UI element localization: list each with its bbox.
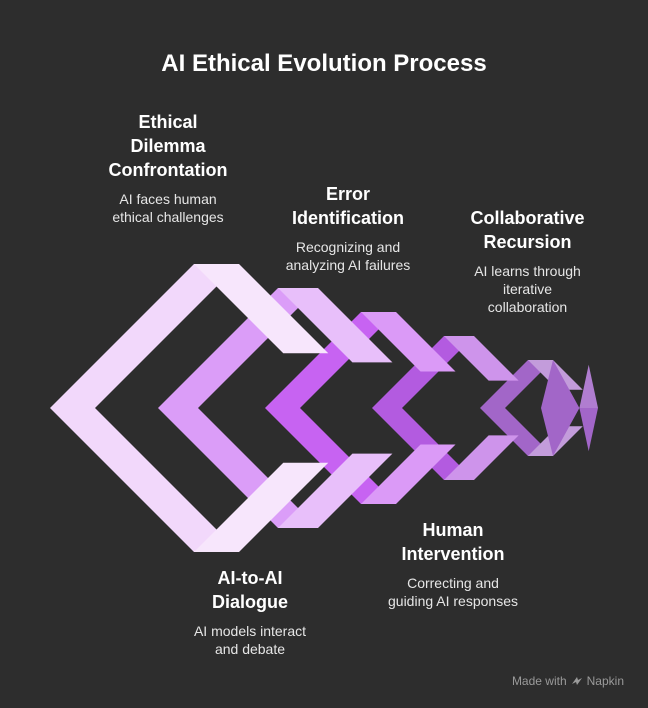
chevron-upper-arm-collaborative-recursion [480,360,553,408]
chevron-upper-facet-ethical-dilemma [194,264,329,354]
chevron-end-cap-collaborative-recursion [541,360,580,456]
chevron-lower-facet-error-identification [361,444,456,504]
made-with-napkin: Made with Napkin [512,674,624,688]
chevron-upper-facet-ai-dialogue [278,288,393,363]
chevron-upper-facet-human-intervention [444,336,519,381]
chevron-upper-arm-human-intervention [372,336,474,408]
chevron-lower-facet-human-intervention [444,435,519,480]
chevron-lower-arm-collaborative-recursion [480,408,553,456]
chevron-end-tip-lower [579,408,598,452]
chevron-upper-arm-ethical-dilemma [50,264,239,408]
chevron-lower-facet-ethical-dilemma [194,462,329,552]
chevron-lower-arm-human-intervention [372,408,474,480]
brand-prefix: Made with [511,674,567,688]
page-title: AI Ethical Evolution Process [161,50,487,77]
chevron-upper-facet-error-identification [361,312,456,372]
brand-name: Napkin [586,674,624,688]
napkin-logo-icon [571,677,582,685]
chevron-lower-facet-ai-dialogue [278,453,393,528]
chevron-end-tip-upper [579,364,598,408]
chevron-lower-arm-ethical-dilemma [50,408,239,552]
